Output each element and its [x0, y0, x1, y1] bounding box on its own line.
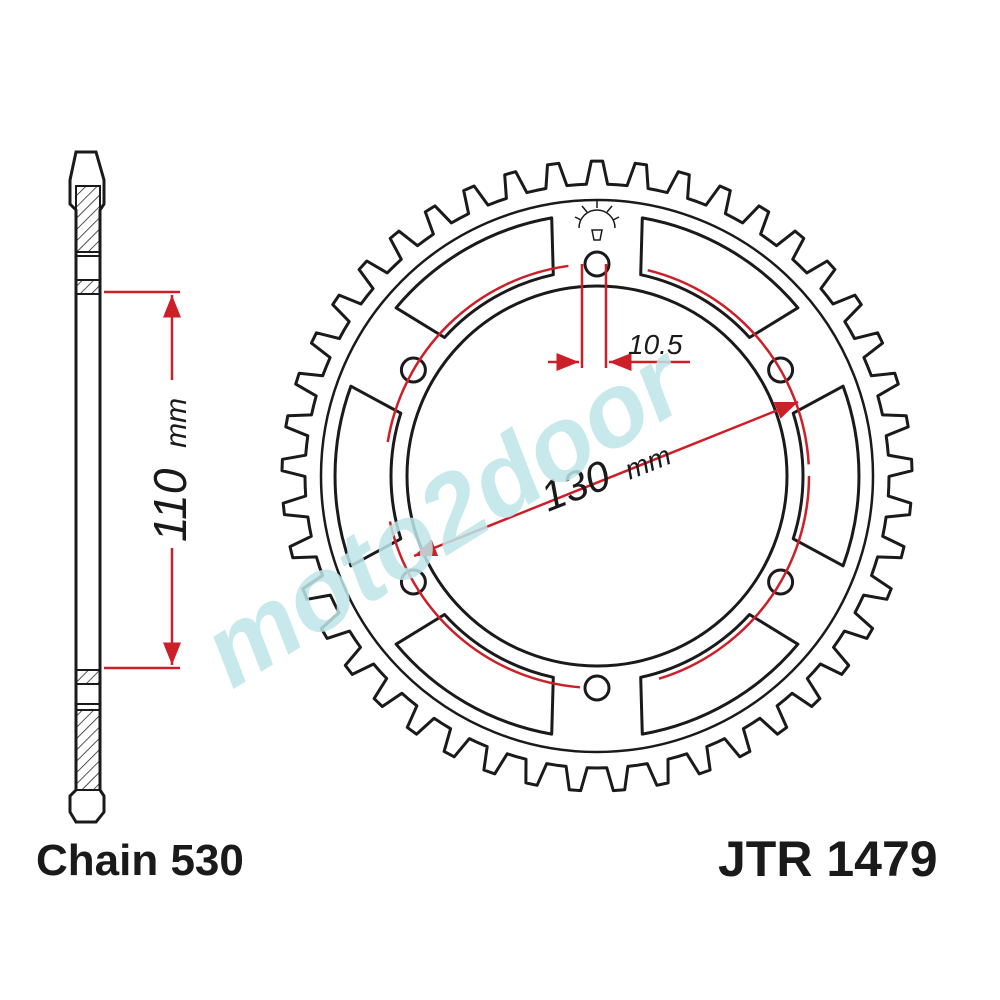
bolt-hole	[583, 250, 611, 278]
lightening-cutout	[333, 384, 403, 568]
bolt-circle	[383, 262, 811, 690]
side-profile-outline	[68, 150, 106, 824]
logo-mark	[574, 200, 620, 241]
lightening-cutouts	[333, 216, 861, 736]
dimension-10-5: 10.5	[548, 264, 690, 371]
chain-size-label: Chain 530	[36, 836, 244, 885]
side-profile-view	[68, 150, 106, 824]
top-hub-hatch	[75, 279, 101, 295]
lightening-cutout	[791, 384, 861, 568]
lightening-cutout	[394, 613, 555, 736]
lightening-cutout	[639, 613, 800, 736]
sprocket-front-view	[280, 159, 914, 793]
bottom-hub-hatch	[75, 669, 101, 685]
watermark-text: moto2door	[183, 320, 710, 709]
lightening-cutout	[394, 216, 555, 339]
dimension-110-unit: mm	[160, 398, 193, 448]
part-number-label: JTR 1479	[718, 831, 938, 887]
bolt-hole	[583, 674, 611, 702]
watermark: moto2door	[183, 320, 710, 709]
svg-text:110 mm: 110 mm	[144, 398, 196, 542]
dimension-10-5-value: 10.5	[628, 329, 683, 360]
dimension-130-line	[413, 400, 799, 558]
dimension-110-value: 110	[144, 468, 196, 542]
bottom-hatch-section	[75, 709, 101, 791]
sprocket-teeth-outline	[280, 159, 914, 793]
lightening-cutout	[639, 216, 800, 339]
dimension-110: 110 mm	[104, 290, 196, 670]
top-hatch-section	[75, 185, 101, 253]
